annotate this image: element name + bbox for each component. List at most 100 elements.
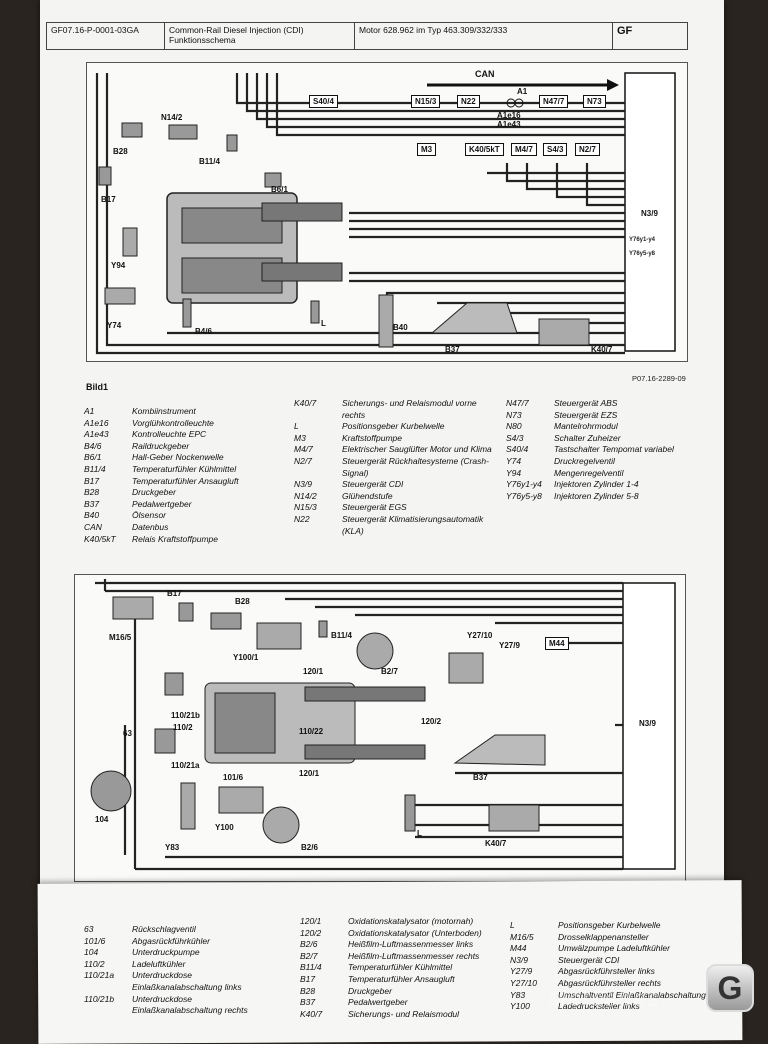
comp2-b37: B37 [473, 773, 488, 782]
legend-desc: Rückschlagventil [132, 924, 196, 934]
legend-code: M44 [510, 943, 527, 954]
legend-desc: Unterdruckdose Einlaßkanalabschaltung li… [132, 970, 242, 992]
legend-desc: Mantelrohrmodul [554, 421, 618, 432]
legend-row: B11/4 Temperaturfühler Kühlmittel [300, 962, 500, 974]
comp2-k40-7: K40/7 [485, 839, 507, 848]
legend-desc: Abgasrückführsteller rechts [558, 977, 661, 988]
comp2-110-2: 110/2 [173, 723, 193, 732]
legend-code: B37 [300, 997, 316, 1008]
legend-desc: Kombiinstrument [132, 406, 196, 416]
legend-code: N73 [506, 409, 522, 420]
box-n47-7: N47/7 [539, 95, 569, 108]
comp2-b28: B28 [235, 597, 250, 606]
comp-b40: B40 [393, 323, 408, 332]
legend-desc: Positionsgeber Kurbelwelle [342, 421, 445, 432]
legend-code: B2/6 [300, 939, 318, 950]
doc-title: Common-Rail Diesel Injection (CDI) Funkt… [165, 23, 355, 49]
comp2-l: L [417, 829, 422, 838]
box-n73: N73 [583, 95, 606, 108]
comp2-y27-10: Y27/10 [467, 631, 493, 640]
legend-desc: Relais Kraftstoffpumpe [132, 533, 218, 544]
legend-desc: Hall-Geber Nockenwelle [132, 452, 224, 463]
legend-desc: Temperaturfühler Ansaugluft [348, 973, 455, 984]
diagram-2: N3/9 B17 B28 M16/5 B11/4 Y100/1 120/1 B2… [74, 574, 686, 882]
legend-desc: Elektrischer Sauglüfter Motor und Klima [342, 444, 492, 455]
box-s40-4: S40/4 [309, 95, 338, 108]
comp-n14-2: N14/2 [161, 113, 183, 122]
comp-b17: B17 [101, 195, 116, 204]
legend-code: B28 [300, 985, 316, 996]
comp2-b17: B17 [167, 589, 182, 598]
injector-label-2: Y76y5-y8 [629, 251, 656, 257]
legend-code: A1 [84, 406, 95, 416]
legend-desc: Steuergerät EZS [554, 409, 618, 420]
box-n2-7: N2/7 [575, 143, 600, 156]
legend-desc: Pedalwertgeber [348, 997, 408, 1008]
comp2-110-22: 110/22 [299, 727, 324, 736]
legend-desc: Injektoren Zylinder 1-4 [554, 479, 639, 490]
legend-desc: Umwälzpumpe Ladeluftkühler [558, 943, 670, 954]
legend-desc: Steuergerät ABS [554, 398, 618, 408]
comp2-120-1a: 120/1 [303, 667, 324, 676]
can-label: CAN [475, 69, 495, 79]
box-m3: M3 [417, 143, 437, 156]
legend-code: K40/7 [300, 1008, 323, 1019]
document-header: GF07.16-P-0001-03GA Common-Rail Diesel I… [46, 22, 688, 50]
legend-desc: Umschaltventil Einlaßkanalabschaltung [558, 989, 706, 1000]
legend-desc: Datenbus [132, 521, 169, 532]
legend-code: Y74 [506, 455, 522, 466]
legend-code: B11/4 [300, 962, 322, 973]
legend-row: B37 Pedalwertgeber [300, 997, 500, 1009]
legend-desc: Steuergerät CDI [342, 479, 404, 490]
legend-row: K40/5kT Relais Kraftstoffpumpe [84, 534, 284, 546]
gf-label: GF [617, 25, 633, 37]
legend-desc: Temperaturfühler Kühlmittel [348, 962, 453, 973]
legend-code: Y83 [510, 989, 526, 1000]
a1-label: A1 [517, 87, 528, 96]
legend-code: K40/5kT [84, 533, 116, 544]
legend-code: Y76y1-y4 [506, 479, 542, 490]
comp-l: L [321, 319, 326, 328]
legend-desc: Kraftstoffpumpe [342, 432, 403, 443]
legend-desc: Steuergerät Klimatisierungsautomatik (KL… [342, 513, 484, 536]
legend-code: N2/7 [294, 455, 312, 466]
injector-label-1: Y76y1-y4 [629, 237, 656, 243]
box-k40-5kt: K40/5kT [465, 143, 504, 156]
doc-motor: Motor 628.962 im Typ 463.309/332/333 [355, 23, 613, 49]
comp2-110-21b: 110/21b [171, 711, 200, 720]
diagram-1-ref: P07.16-2289-09 [632, 374, 686, 383]
comp2-63: 63 [123, 729, 132, 738]
comp-b4-6: B4/6 [195, 327, 212, 336]
box-m44: M44 [545, 637, 569, 650]
legend-row: Y76y1-y4 Injektoren Zylinder 1-4 [506, 479, 682, 491]
watermark: Mercedes [548, 986, 661, 1011]
comp-b6-1: B6/1 [271, 185, 288, 194]
legend-code: L [510, 920, 515, 930]
legend-code: N3/9 [510, 954, 528, 965]
comp-y74: Y74 [107, 321, 122, 330]
legend-code: CAN [84, 521, 102, 532]
